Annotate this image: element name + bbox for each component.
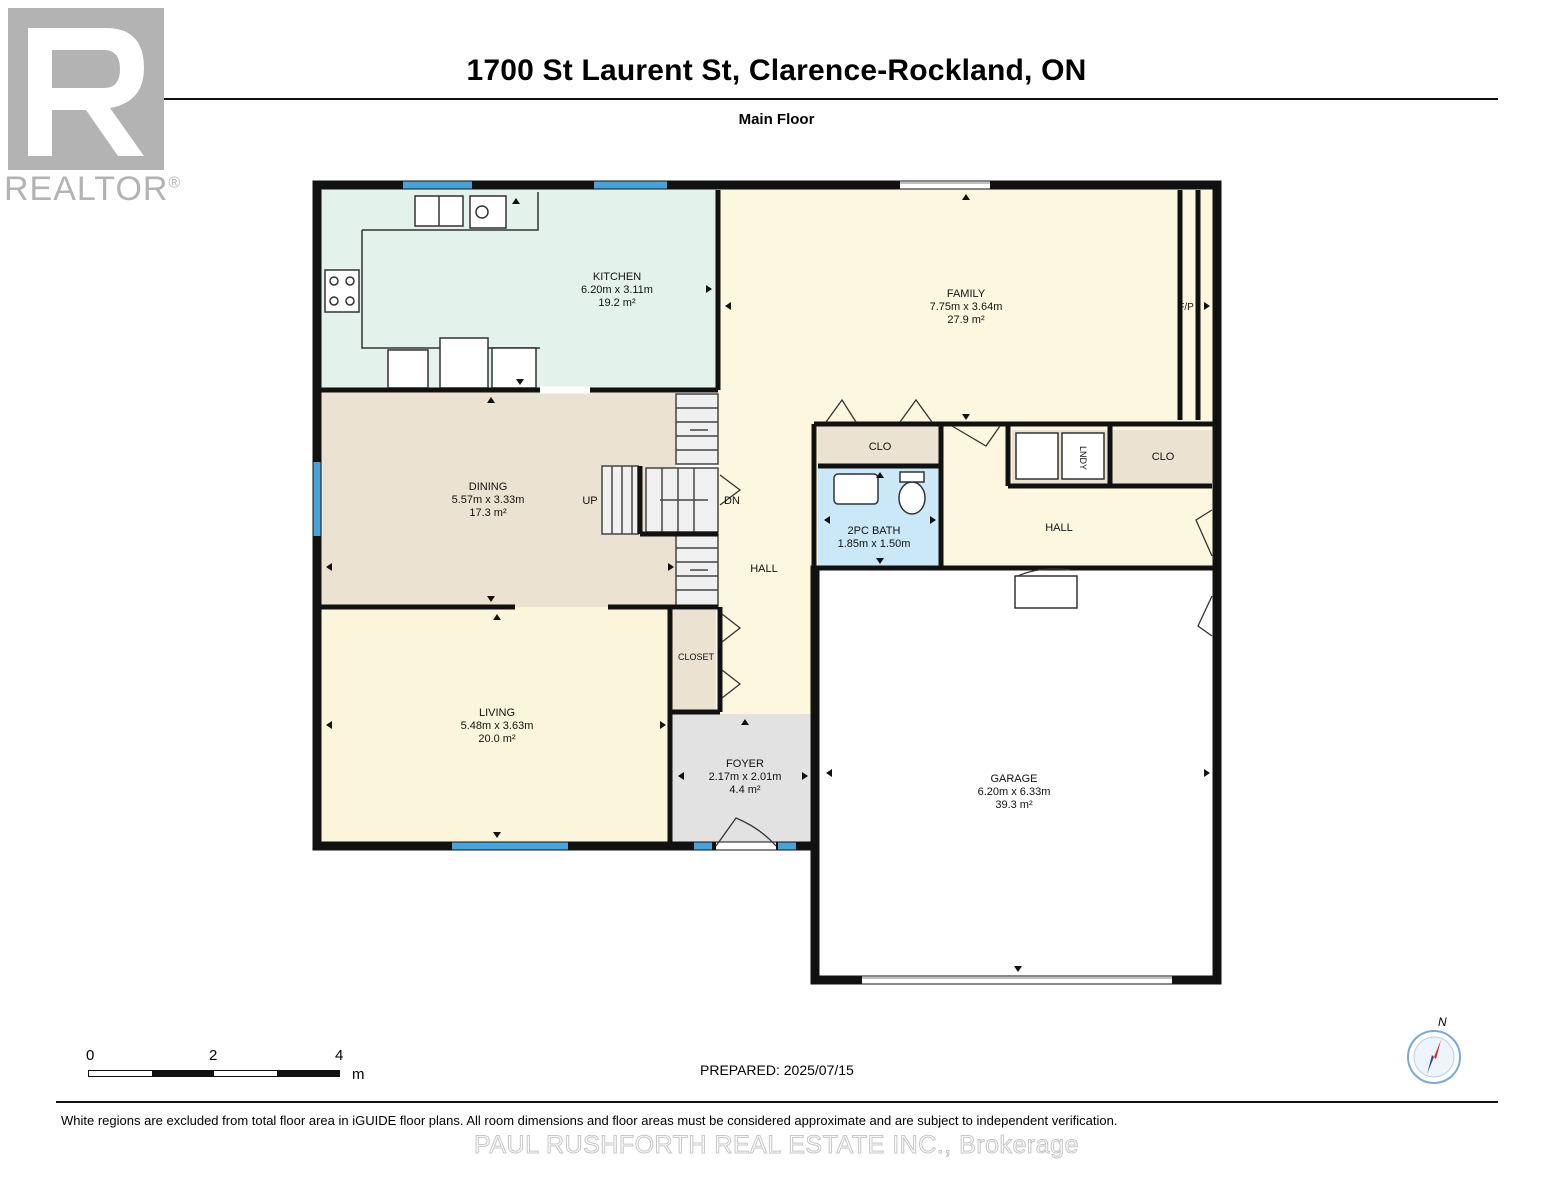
north-compass-icon <box>1407 1030 1461 1084</box>
door-openings <box>540 181 1172 984</box>
bath-fixtures <box>833 471 926 515</box>
door-swings <box>715 182 1213 979</box>
realtor-word: REALTOR <box>4 170 169 208</box>
hall-main-name: HALL <box>750 563 778 575</box>
clo-left-name: CLO <box>869 441 892 453</box>
family-area: 27.9 m² <box>947 314 985 326</box>
interior-walls <box>320 190 1215 846</box>
garage-name: GARAGE <box>990 773 1037 785</box>
clo-right-floor <box>1112 430 1212 484</box>
prepared-date: PREPARED: 2025/07/15 <box>700 1062 854 1078</box>
dining-area: 17.3 m² <box>469 507 507 519</box>
foyer-dims: 2.17m x 2.01m <box>709 771 782 783</box>
garage-dims: 6.20m x 6.33m <box>978 786 1051 798</box>
disclaimer-text: White regions are excluded from total fl… <box>61 1113 1118 1128</box>
hall-right-name: HALL <box>1045 522 1073 534</box>
compass-label: N <box>1438 1015 1447 1029</box>
living-name: LIVING <box>479 707 515 719</box>
dimension-markers <box>326 194 1210 972</box>
clo-left-floor <box>818 426 940 466</box>
family-dims: 7.75m x 3.64m <box>930 301 1003 313</box>
scale-tick-0: 0 <box>86 1047 95 1064</box>
registered-mark: ® <box>168 174 182 192</box>
closet-floor <box>672 610 716 710</box>
laundry-machines <box>1015 432 1105 480</box>
brokerage-watermark: PAUL RUSHFORTH REAL ESTATE INC., Brokera… <box>474 1131 1079 1160</box>
scale-tick-2: 2 <box>209 1047 218 1064</box>
realtor-r-logo-icon <box>8 8 164 170</box>
scale-seg-4 <box>276 1071 339 1076</box>
scale-seg-1 <box>89 1071 152 1076</box>
kitchen-name: KITCHEN <box>593 271 641 283</box>
laundry-name: LNDY <box>1078 446 1088 470</box>
page-title: 1700 St Laurent St, Clarence-Rockland, O… <box>466 54 1087 87</box>
living-floor <box>320 607 670 846</box>
bath-name: 2PC BATH <box>848 525 901 537</box>
foyer-area: 4.4 m² <box>729 784 761 796</box>
living-dims: 5.48m x 3.63m <box>461 720 534 732</box>
foyer-floor <box>670 714 814 846</box>
clo-right-name: CLO <box>1152 451 1175 463</box>
foyer-name: FOYER <box>726 758 764 770</box>
stairs-down-label: DN <box>724 495 740 507</box>
scale-unit: m <box>352 1066 365 1083</box>
kitchen-fixtures <box>324 192 540 389</box>
garage-step <box>1014 575 1078 609</box>
scale-seg-2 <box>151 1071 214 1076</box>
footer-rule <box>56 1101 1498 1103</box>
family-name: FAMILY <box>947 288 986 300</box>
living-area: 20.0 m² <box>478 733 516 745</box>
stairs-up-label: UP <box>582 495 597 507</box>
hall-main-floor <box>718 424 814 714</box>
dining-dims: 5.57m x 3.33m <box>452 494 525 506</box>
title-rule <box>56 98 1498 100</box>
realtor-wordmark: REALTOR® <box>4 170 181 209</box>
family-floor <box>718 187 1215 424</box>
floor-name: Main Floor <box>738 111 815 128</box>
garage-area: 39.3 m² <box>995 799 1033 811</box>
closet-name: CLOSET <box>678 652 715 662</box>
scale-tick-4: 4 <box>335 1047 344 1064</box>
windows <box>313 181 796 850</box>
scale-seg-3 <box>214 1071 277 1076</box>
scale-bar <box>88 1070 340 1077</box>
kitchen-dims: 6.20m x 3.11m <box>581 284 653 296</box>
fireplace-label: F/P <box>1178 302 1194 313</box>
kitchen-area: 19.2 m² <box>598 297 636 309</box>
bath-dims: 1.85m x 1.50m <box>838 538 911 550</box>
dining-name: DINING <box>469 481 508 493</box>
